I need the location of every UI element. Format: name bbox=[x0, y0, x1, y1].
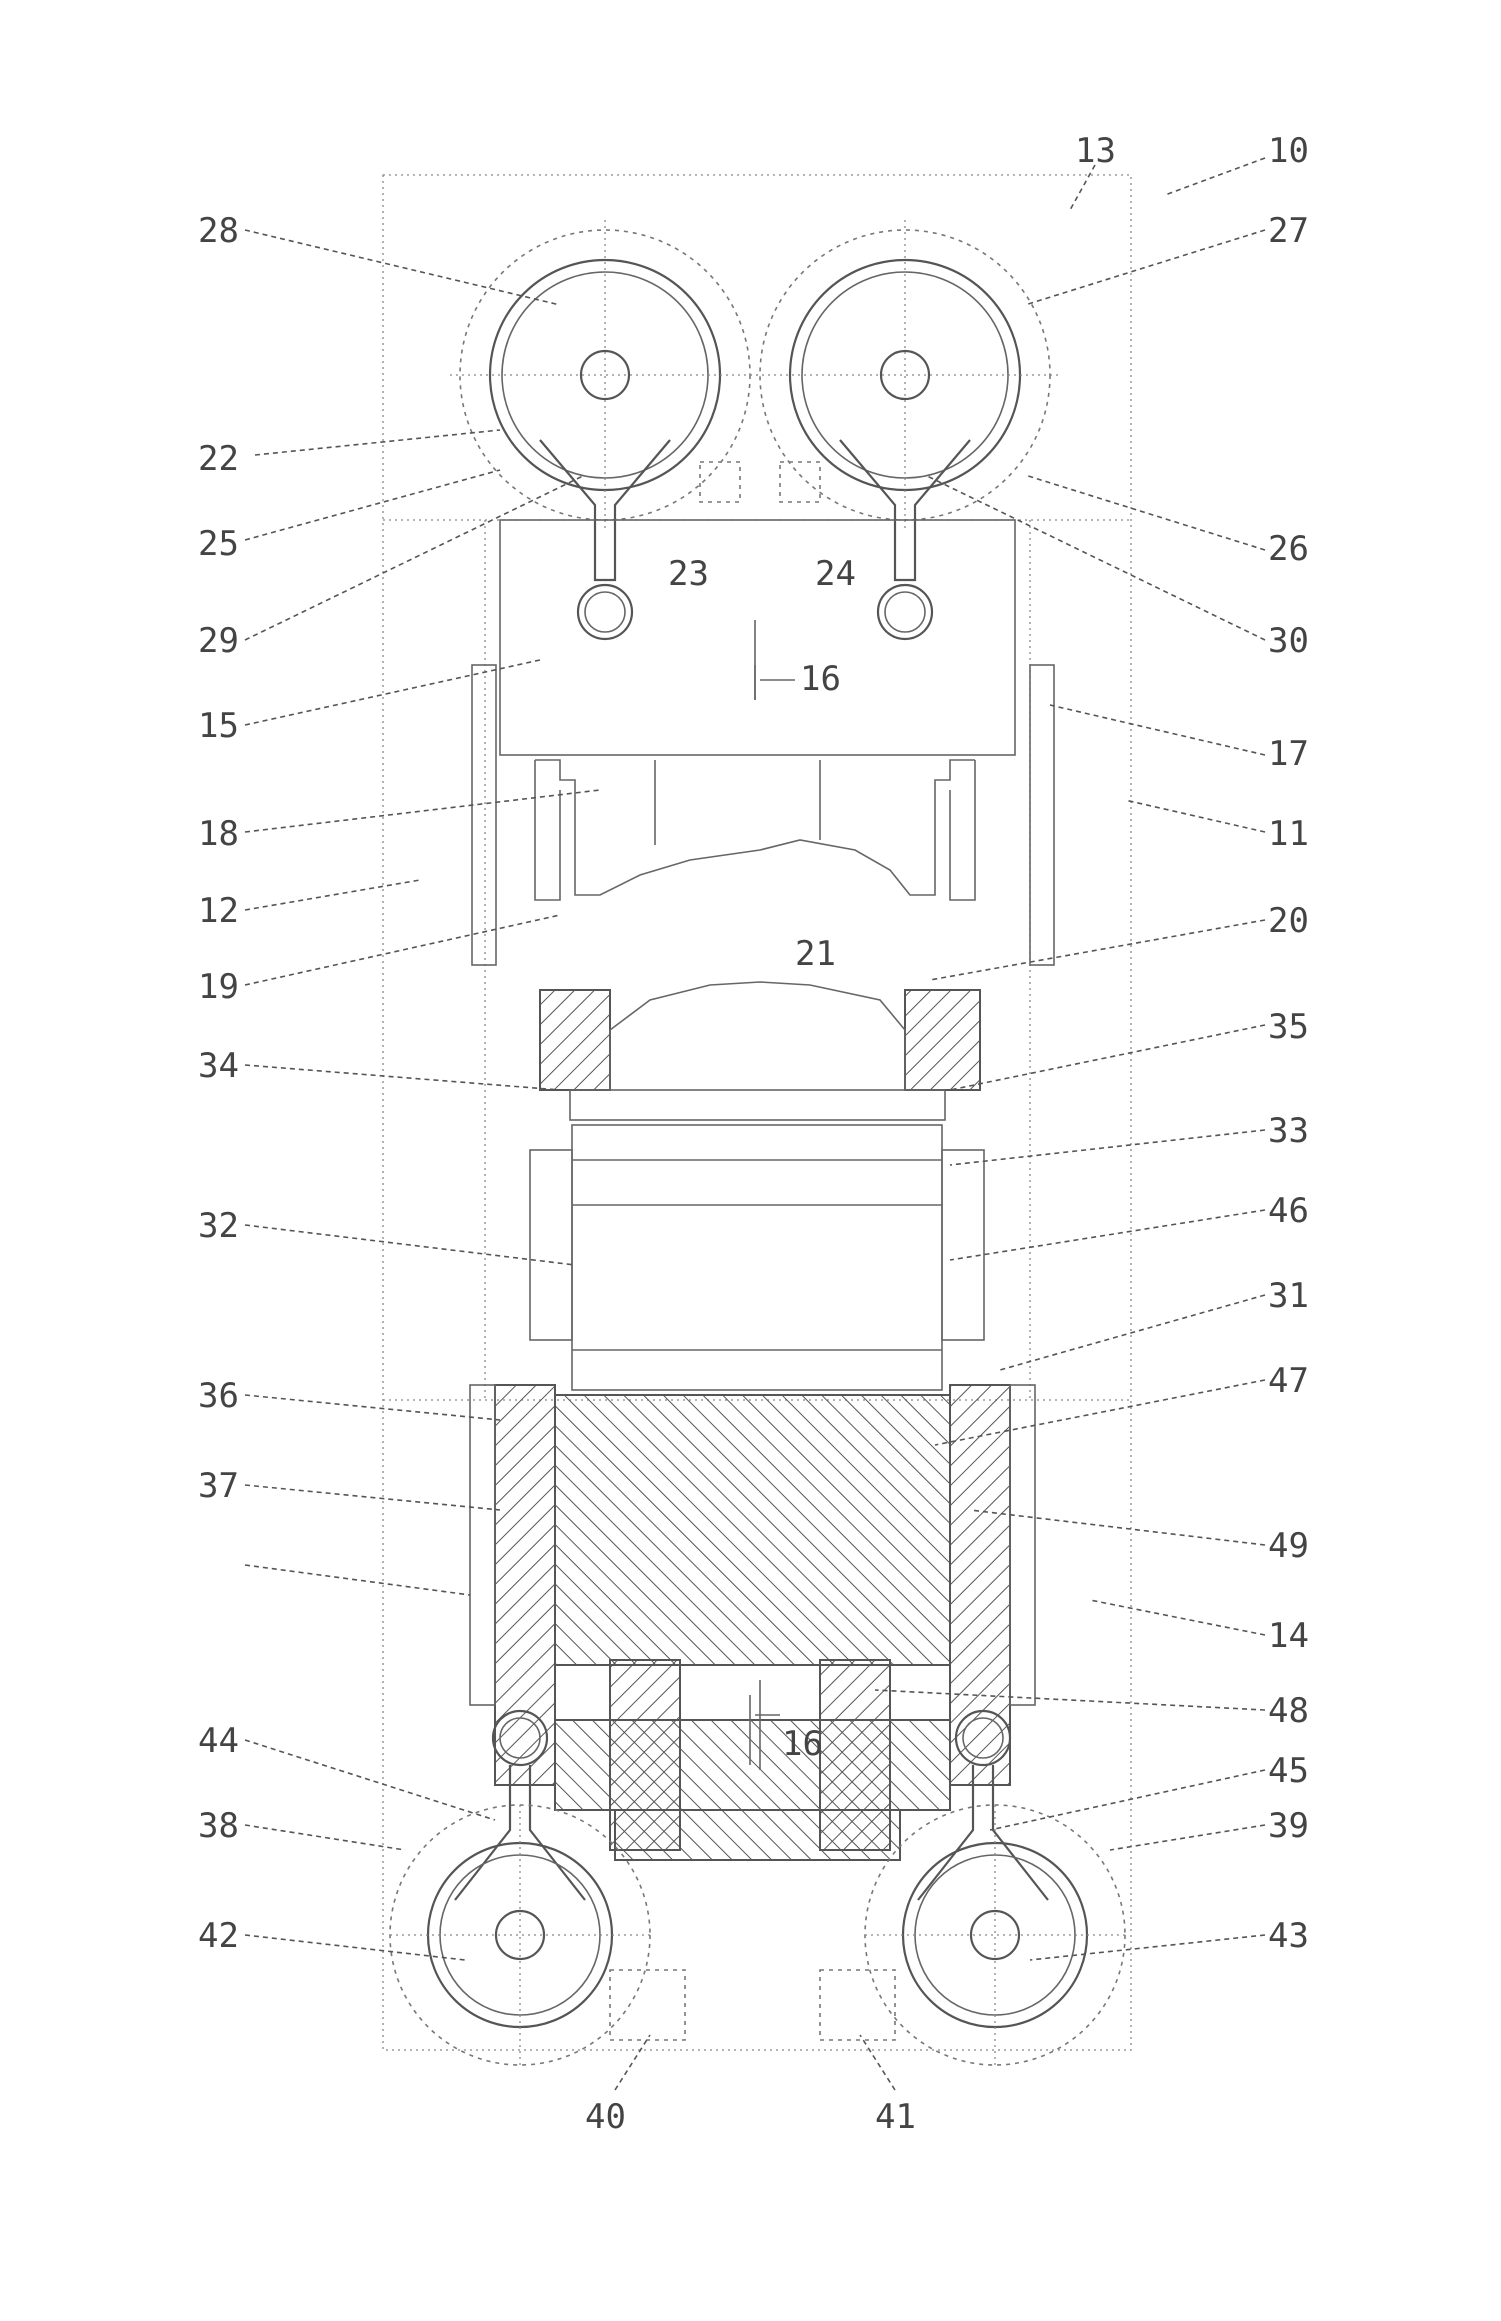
label-48: 48 bbox=[1268, 1691, 1309, 1731]
label-27: 27 bbox=[1268, 211, 1309, 251]
label-36: 36 bbox=[198, 1376, 239, 1416]
label-32: 32 bbox=[198, 1206, 239, 1246]
label-35: 35 bbox=[1268, 1007, 1309, 1047]
label-41: 41 bbox=[875, 2097, 916, 2137]
label-29: 29 bbox=[198, 621, 239, 661]
label-31: 31 bbox=[1268, 1276, 1309, 1316]
label-25: 25 bbox=[198, 524, 239, 564]
label-18: 18 bbox=[198, 814, 239, 854]
lower-tool-block bbox=[540, 982, 980, 1120]
label-21: 21 bbox=[795, 934, 836, 974]
upper-slide bbox=[500, 520, 1015, 755]
label-47: 47 bbox=[1268, 1361, 1309, 1401]
label-23: 23 bbox=[668, 554, 709, 594]
label-11: 11 bbox=[1268, 814, 1309, 854]
label-44: 44 bbox=[198, 1721, 239, 1761]
upper-connecting-rods bbox=[540, 440, 970, 639]
upper-tool bbox=[535, 760, 975, 900]
label-13: 13 bbox=[1075, 131, 1116, 171]
sensors-upper bbox=[700, 462, 820, 502]
sensors-lower bbox=[610, 1970, 895, 2040]
bottom-blocks bbox=[555, 1660, 950, 1860]
label-34: 34 bbox=[198, 1046, 239, 1086]
label-43: 43 bbox=[1268, 1916, 1309, 1956]
label-22: 22 bbox=[198, 439, 239, 479]
label-24: 24 bbox=[815, 554, 856, 594]
label-30: 30 bbox=[1268, 621, 1309, 661]
label-39: 39 bbox=[1268, 1806, 1309, 1846]
label-16-upper: 16 bbox=[800, 659, 841, 699]
label-12: 12 bbox=[198, 891, 239, 931]
label-28: 28 bbox=[198, 211, 239, 251]
label-49: 49 bbox=[1268, 1526, 1309, 1566]
lower-roller-right bbox=[865, 1805, 1125, 2065]
upper-roller-right bbox=[750, 220, 1060, 530]
label-45: 45 bbox=[1268, 1751, 1309, 1791]
label-37: 37 bbox=[198, 1466, 239, 1506]
label-42: 42 bbox=[198, 1916, 239, 1956]
lower-piston bbox=[530, 1125, 984, 1390]
label-10: 10 bbox=[1268, 131, 1309, 171]
label-16-lower: 16 bbox=[782, 1724, 823, 1764]
label-20: 20 bbox=[1268, 901, 1309, 941]
label-38: 38 bbox=[198, 1806, 239, 1846]
label-14: 14 bbox=[1268, 1616, 1309, 1656]
label-19: 19 bbox=[198, 967, 239, 1007]
label-46: 46 bbox=[1268, 1191, 1309, 1231]
label-17: 17 bbox=[1268, 734, 1309, 774]
label-26: 26 bbox=[1268, 529, 1309, 569]
label-15: 15 bbox=[198, 706, 239, 746]
label-33: 33 bbox=[1268, 1111, 1309, 1151]
upper-roller-left bbox=[450, 220, 760, 530]
label-40: 40 bbox=[585, 2097, 626, 2137]
